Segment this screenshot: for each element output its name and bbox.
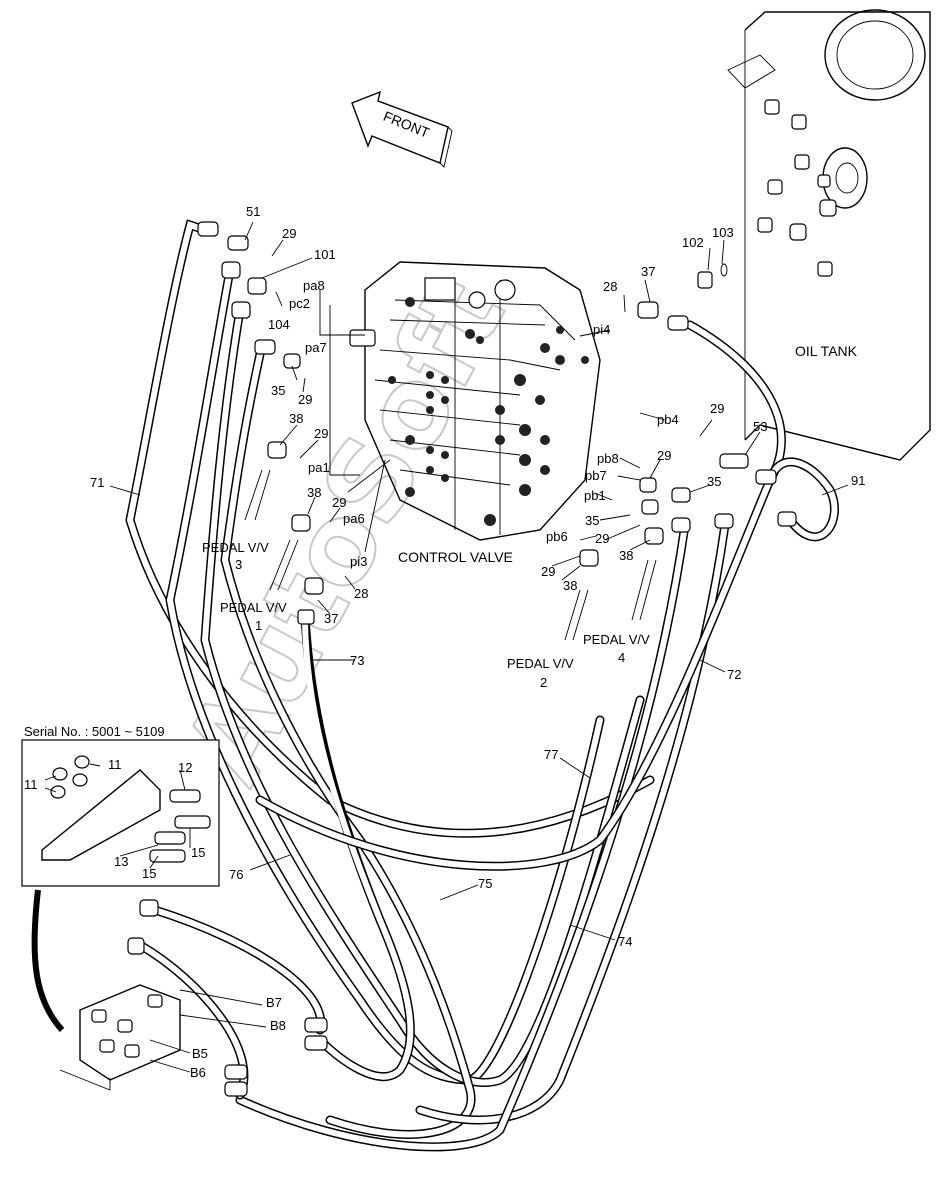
part-number: 101 [314,247,336,262]
port-label: B8 [270,1018,286,1033]
port-label: pa1 [308,460,330,475]
oil-tank: OIL TANK [727,9,931,461]
part-number: 29 [657,448,671,463]
port-label: B6 [190,1065,206,1080]
part-number: 75 [478,876,492,891]
port-label: B7 [266,995,282,1010]
port-label: pb6 [546,529,568,544]
pedal-label-2-line1: PEDAL V/V [507,656,574,671]
port-label: pb4 [657,412,679,427]
port-label: pa6 [343,511,365,526]
part-number: 37 [324,611,338,626]
port-label: pa7 [305,340,327,355]
port-label: B5 [192,1046,208,1061]
front-arrow: FRONT [351,90,453,168]
pedal-label-1-line1: PEDAL V/V [220,600,287,615]
part-number: 73 [350,653,364,668]
hoses [125,219,839,1152]
part-number: 13 [114,854,128,869]
part-number: 15 [142,866,156,881]
part-number: 29 [710,401,724,416]
distribution-block [59,984,181,1091]
part-number: 11 [24,777,38,792]
inset-serial-parts [21,739,220,887]
part-number: 77 [544,747,558,762]
front-label: FRONT [381,108,432,141]
part-number: 28 [603,279,617,294]
part-number: 28 [354,586,368,601]
pedal-label-4-line2: 4 [618,650,625,665]
part-number: 29 [282,226,296,241]
pedal-label-1-line2: 1 [255,618,262,633]
part-number: 38 [619,548,633,563]
pedal-label-3-line1: PEDAL V/V [202,540,269,555]
port-label: pb7 [585,468,607,483]
part-number: 29 [332,495,346,510]
part-number: 29 [541,564,555,579]
part-number: 38 [289,411,303,426]
part-number: 38 [563,578,577,593]
part-number: 29 [298,392,312,407]
oil-tank-label: OIL TANK [795,343,858,359]
port-label: pi3 [350,554,367,569]
part-number: 35 [271,383,285,398]
part-number: 71 [90,475,104,490]
port-label: pc2 [289,296,310,311]
fittings [127,221,797,1097]
labels: Serial No. : 5001 ~ 5109 PEDAL V/V 3 PED… [24,204,865,1080]
tank-plug [697,263,728,289]
leader-lines [109,221,849,1073]
control-valve: CONTROL VALVE [349,261,601,565]
part-number: 76 [229,867,243,882]
part-number: 74 [618,934,632,949]
pedal-label-2-line2: 2 [540,675,547,690]
part-number: 102 [682,235,704,250]
part-number: 38 [307,485,321,500]
port-label: pi4 [593,322,610,337]
part-number: 103 [712,225,734,240]
part-number: 11 [108,757,122,772]
port-label: pb8 [597,451,619,466]
part-number: 72 [727,667,741,682]
part-number: 12 [178,760,192,775]
part-number: 53 [753,419,767,434]
inset-title: Serial No. : 5001 ~ 5109 [24,724,165,739]
pedal-label-4-line1: PEDAL V/V [583,632,650,647]
pedal-label-3-line2: 3 [235,557,242,572]
part-number: 29 [595,531,609,546]
part-number: 35 [707,474,721,489]
part-number: 51 [246,204,260,219]
port-label: pa8 [303,278,325,293]
inset-arrow [31,889,65,1033]
part-number: 35 [585,513,599,528]
control-valve-label: CONTROL VALVE [398,549,513,565]
port-label: pb1 [584,488,606,503]
part-number: 37 [641,264,655,279]
part-number: 91 [851,473,865,488]
part-number: 15 [191,845,205,860]
part-number: 29 [314,426,328,441]
part-number: 104 [268,317,290,332]
